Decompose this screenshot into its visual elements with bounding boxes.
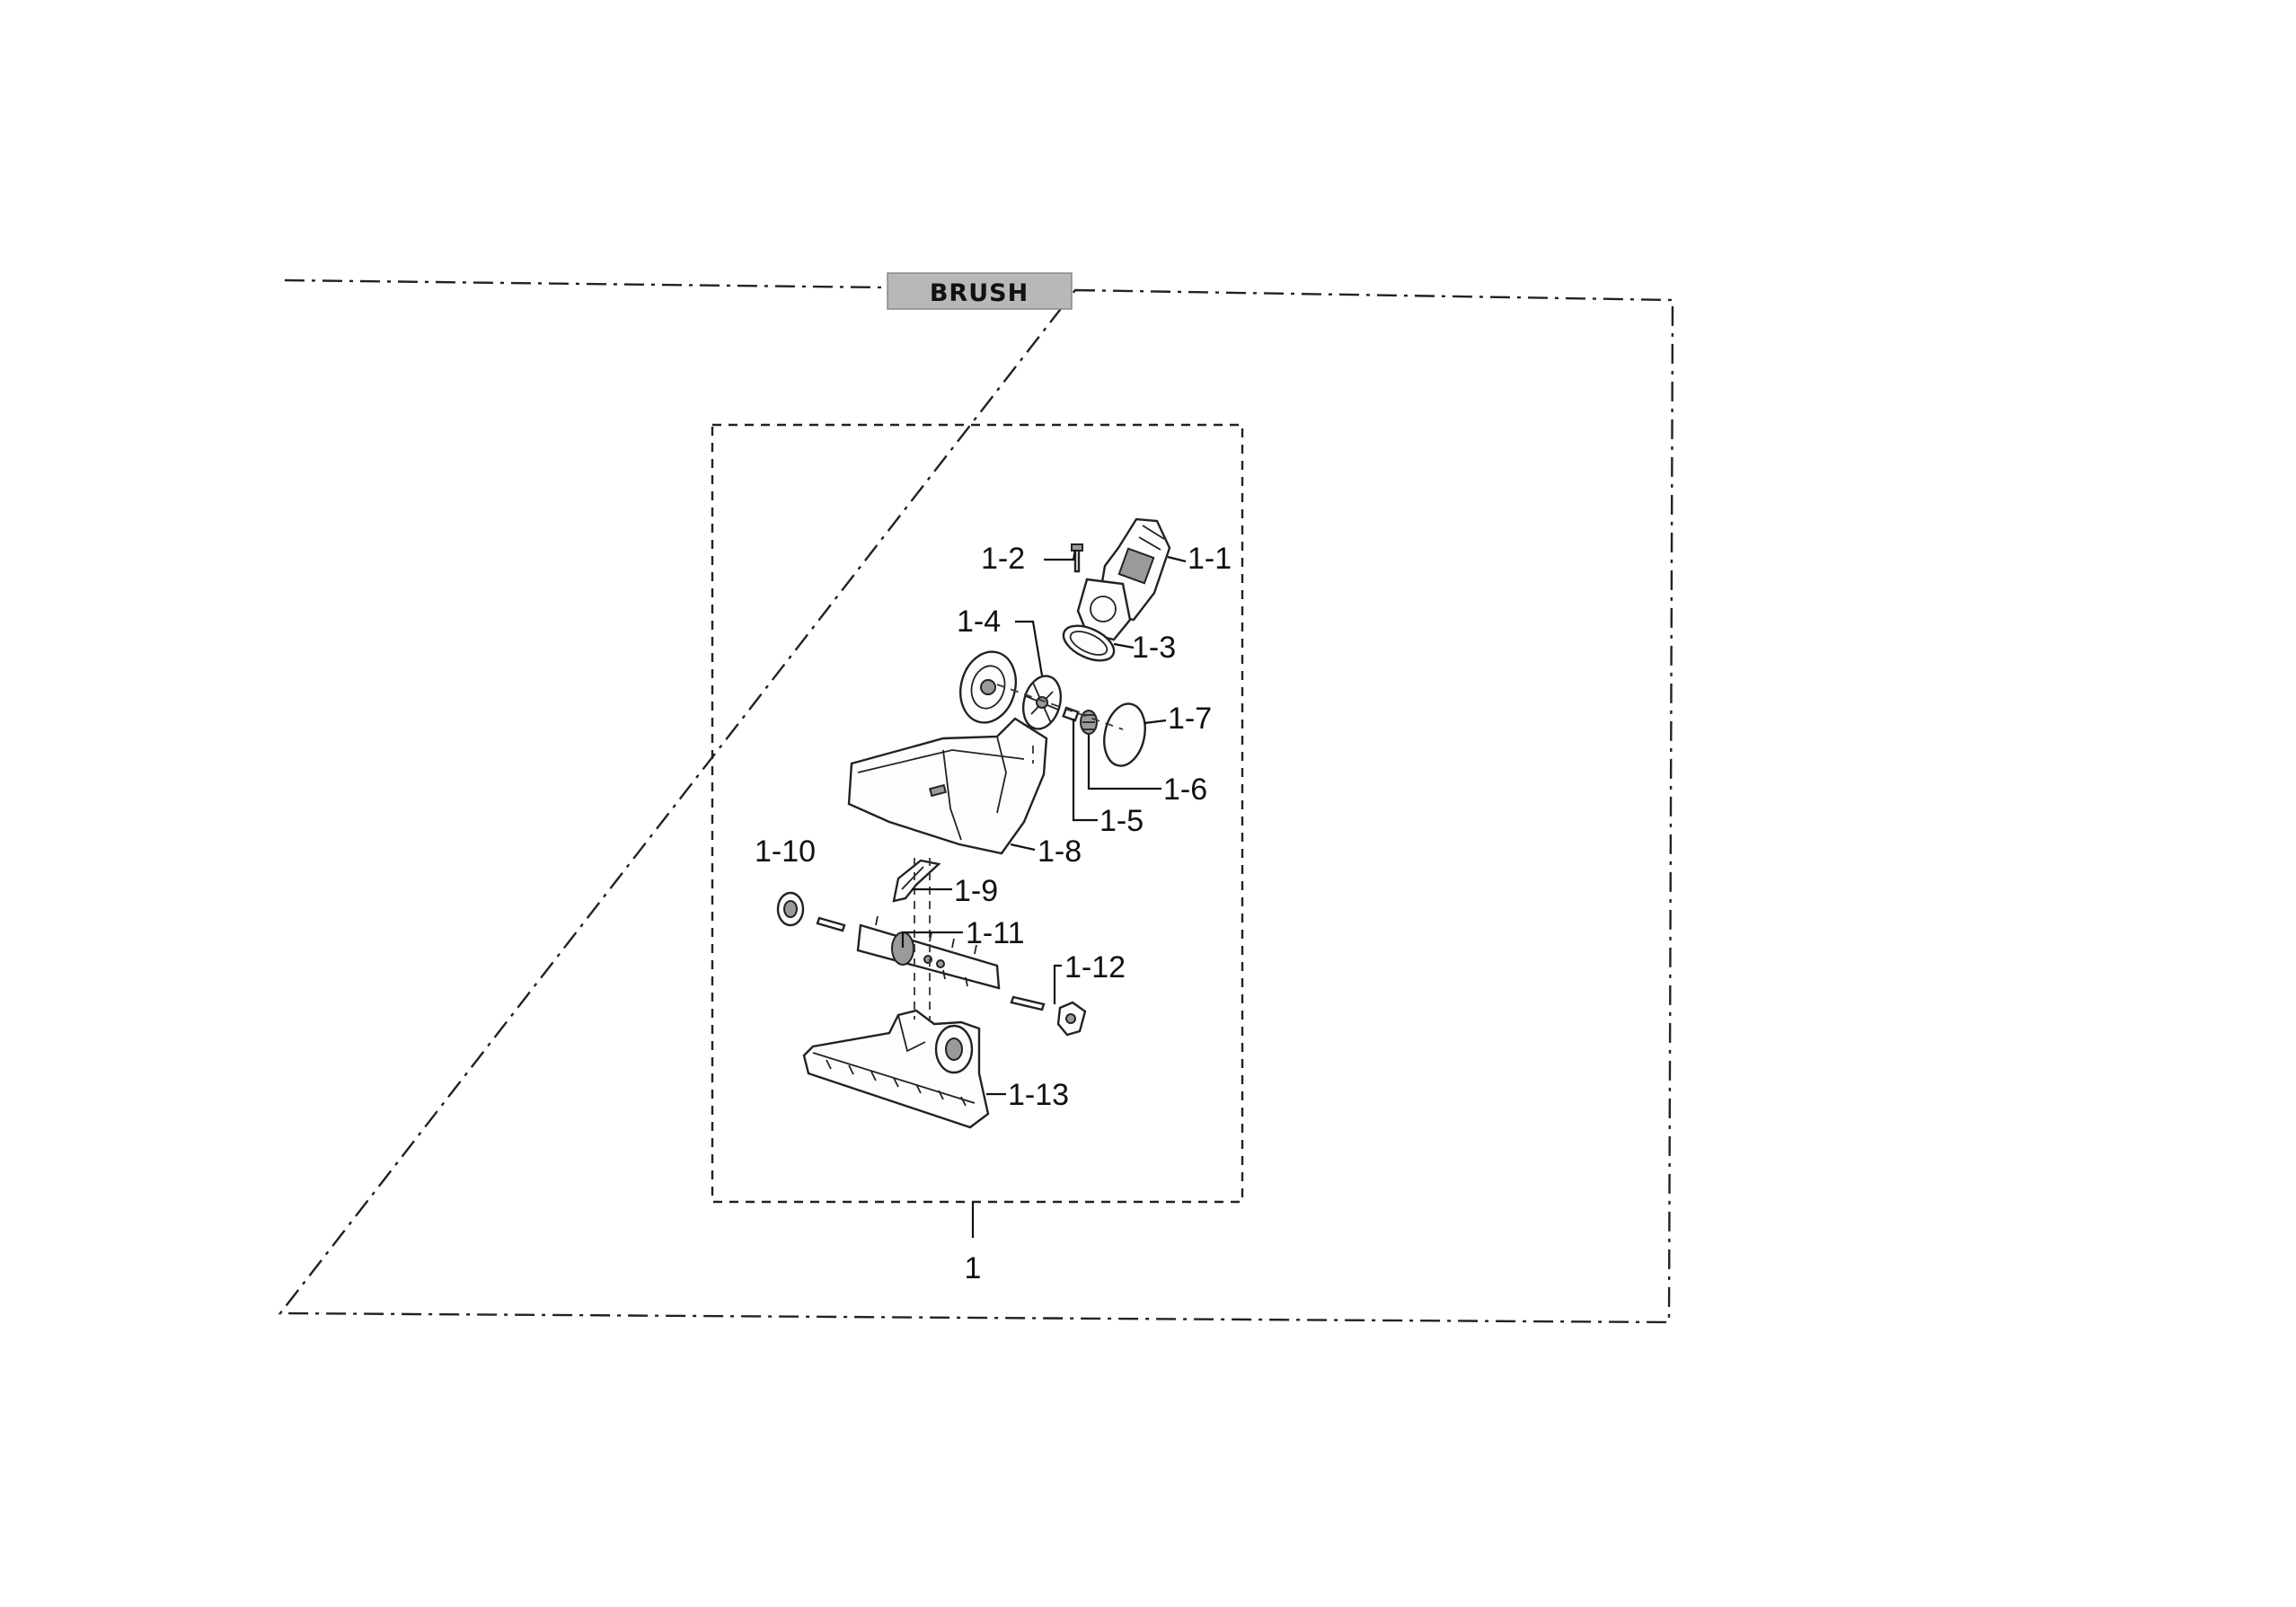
part-screw: [1071, 543, 1083, 573]
section-title: BRUSH: [930, 279, 1029, 307]
part-axle-right: [1010, 995, 1046, 1011]
label-1-8: 1-8: [1038, 834, 1082, 869]
label-1-4: 1-4: [957, 605, 1001, 639]
part-upper-housing: [847, 717, 1048, 855]
label-1-2: 1-2: [981, 542, 1025, 576]
label-1-6: 1-6: [1163, 773, 1207, 807]
label-1-12: 1-12: [1064, 950, 1126, 985]
part-pin: [1062, 706, 1080, 722]
outer-frame: [278, 278, 1674, 1324]
part-turbine-cover: [959, 650, 1017, 724]
label-1-11: 1-11: [966, 916, 1025, 950]
part-brush-roller: [856, 915, 1001, 990]
section-title-badge: BRUSH: [887, 272, 1073, 310]
label-1-13: 1-13: [1008, 1078, 1069, 1112]
part-ring: [1062, 624, 1116, 662]
part-end-cap-right: [1056, 1001, 1087, 1037]
part-base-housing: [802, 1009, 990, 1129]
label-1-5: 1-5: [1099, 804, 1144, 838]
inner-assembly-frame: [711, 423, 1244, 1204]
part-end-cap-left: [776, 891, 805, 927]
explode-centerlines: [914, 684, 1124, 1020]
leader-lines: [901, 549, 1187, 1096]
part-axle-left: [816, 916, 846, 932]
assembly-label: 1: [965, 1251, 982, 1285]
part-side-cover: [1103, 702, 1146, 767]
label-1-9: 1-9: [954, 874, 998, 908]
label-1-1: 1-1: [1188, 542, 1232, 576]
part-neck-joint: [1076, 517, 1171, 641]
part-labels: 1-1 1-2 1-3 1-4 1-5 1-6 1-7 1-8 1-9 1-10…: [755, 542, 1232, 1112]
label-1-7: 1-7: [1168, 702, 1212, 736]
label-1-10: 1-10: [755, 834, 816, 869]
part-belt: [892, 859, 941, 903]
part-spring: [1080, 710, 1098, 735]
label-1-3: 1-3: [1132, 631, 1176, 665]
